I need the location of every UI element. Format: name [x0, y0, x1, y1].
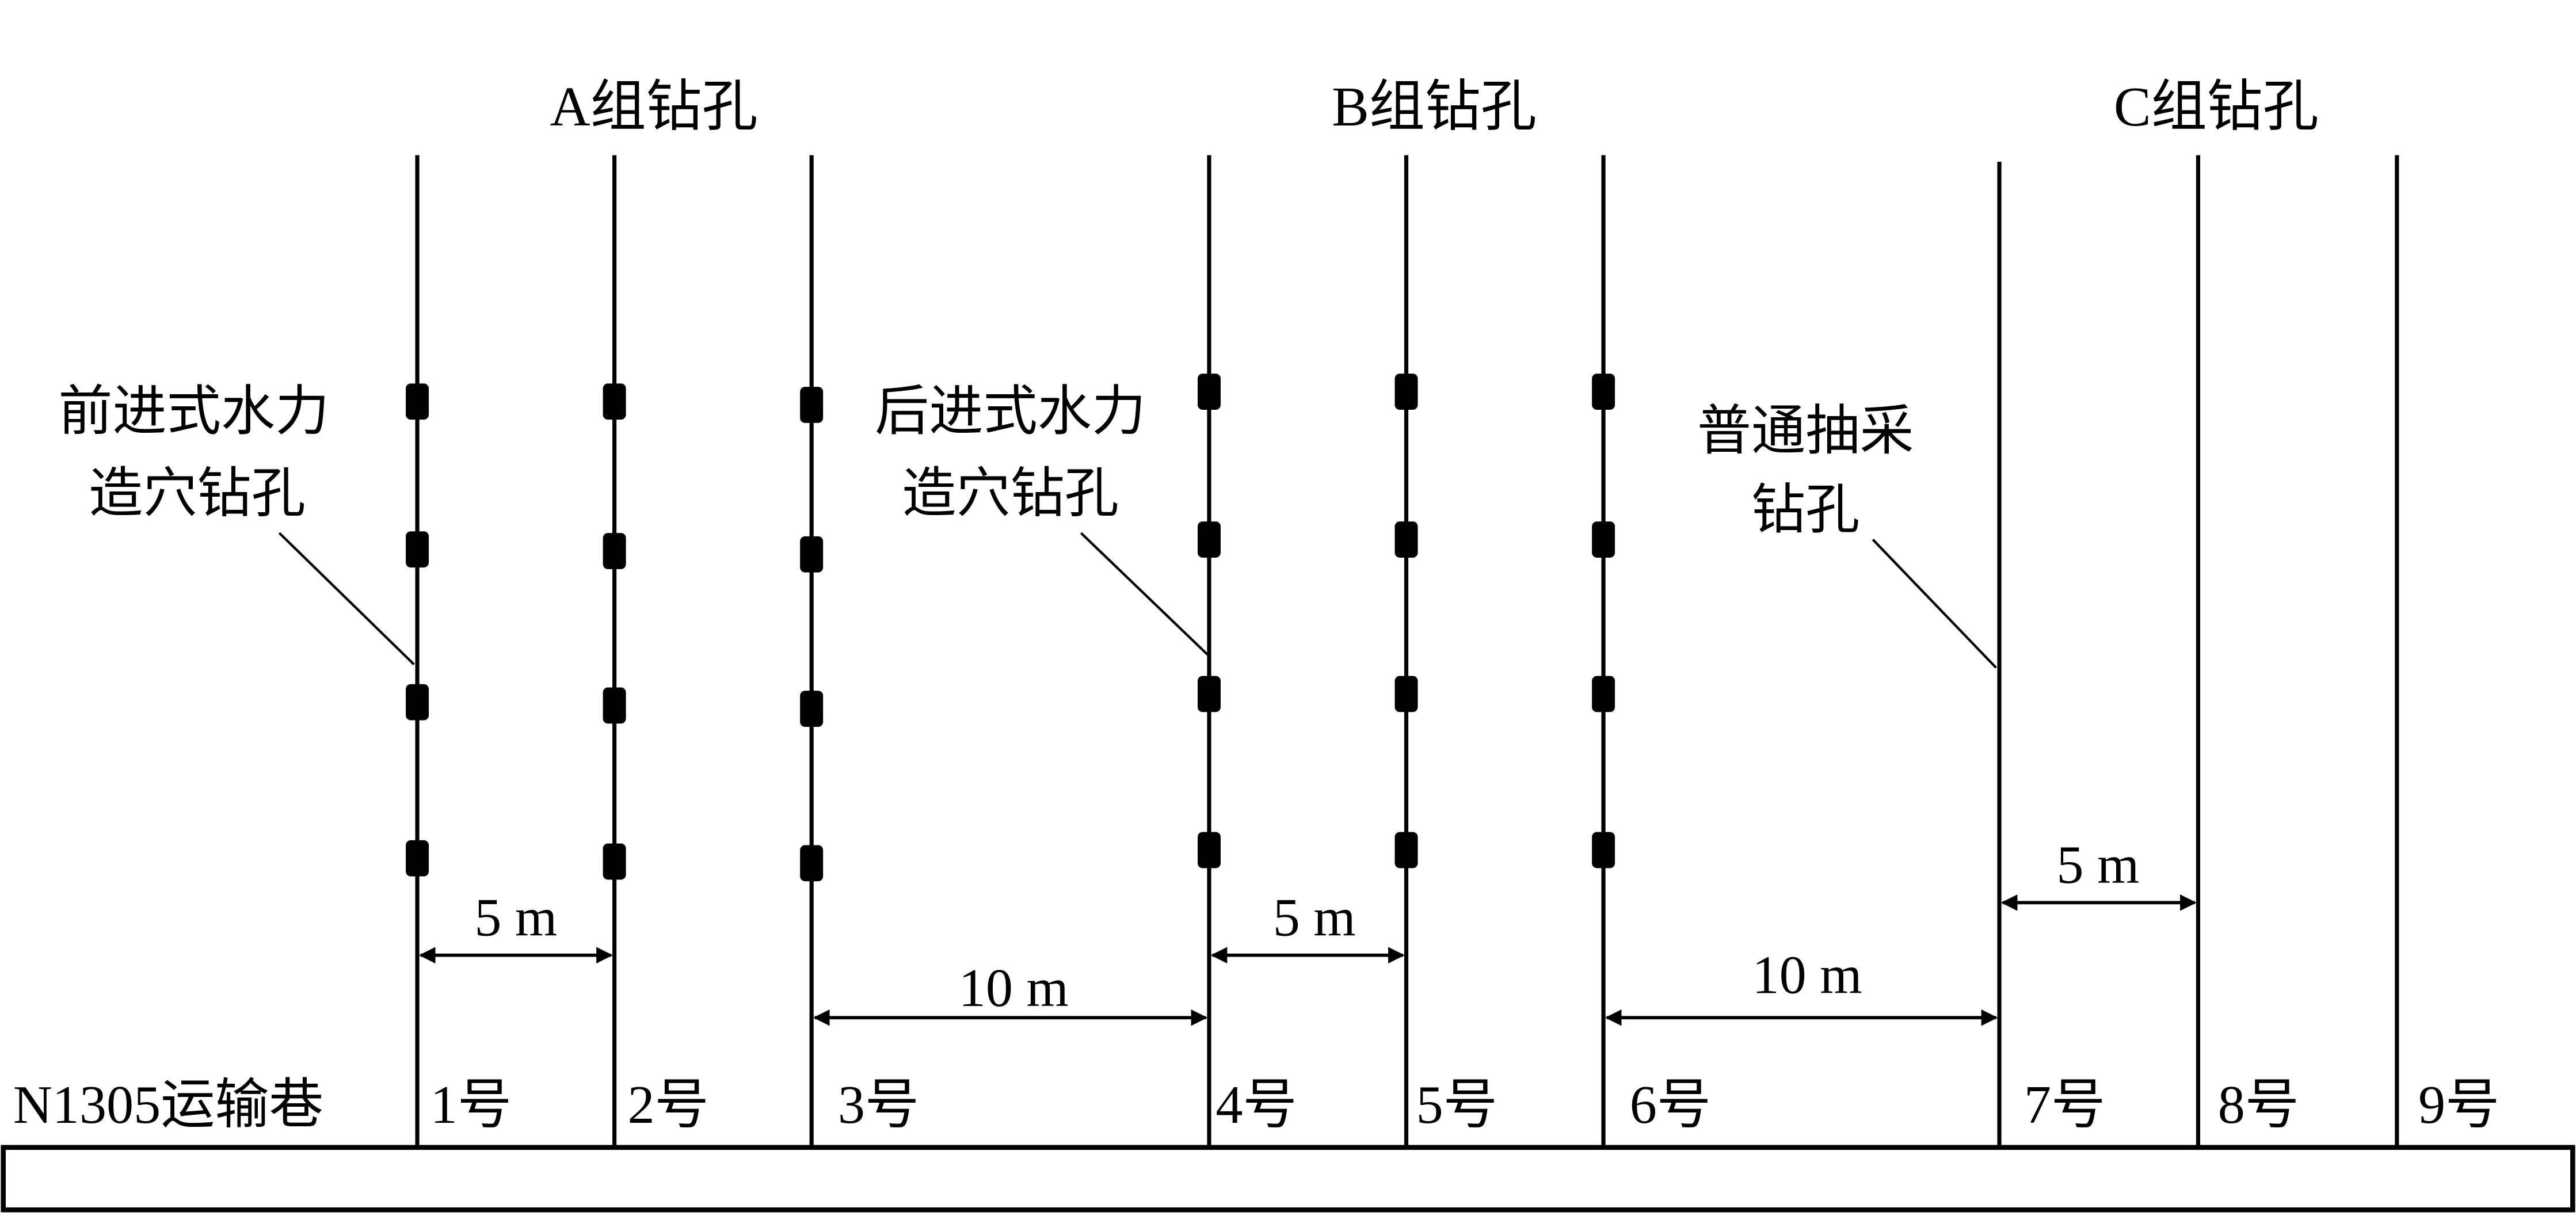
- dim-label-7-8: 5 m: [2056, 835, 2139, 895]
- cavity-marker-6-1: [1592, 374, 1615, 410]
- roadway-rect: [1, 1145, 2575, 1213]
- group-b-title: B组钻孔: [1332, 76, 1537, 138]
- cavity-marker-2-1: [603, 383, 626, 420]
- cavity-marker-6-3: [1592, 676, 1615, 712]
- cavity-marker-5-4: [1394, 832, 1418, 868]
- cavity-marker-2-4: [603, 843, 626, 880]
- dim-label-6-7: 10 m: [1752, 945, 1862, 1005]
- cavity-marker-5-2: [1394, 521, 1418, 558]
- backward-leader-line: [1080, 532, 1209, 656]
- borehole-label-9: 9号: [2418, 1075, 2499, 1135]
- cavity-marker-3-4: [800, 845, 824, 882]
- cavity-marker-6-2: [1592, 521, 1615, 558]
- cavity-marker-2-3: [603, 687, 626, 724]
- normal-borehole-label-line2: 钻孔: [1751, 481, 1859, 540]
- cavity-marker-4-2: [1197, 521, 1221, 558]
- group-a-title: A组钻孔: [550, 76, 758, 138]
- roadway-label: N1305运输巷: [13, 1075, 323, 1135]
- borehole-label-5: 5号: [1416, 1075, 1497, 1135]
- borehole-label-8: 8号: [2218, 1075, 2299, 1135]
- borehole-label-1: 1号: [430, 1075, 512, 1135]
- cavity-marker-1-1: [406, 383, 429, 420]
- borehole-label-3: 3号: [838, 1075, 919, 1135]
- borehole-label-2: 2号: [627, 1075, 708, 1135]
- forward-cavity-label-line2: 造穴钻孔: [89, 464, 306, 524]
- cavity-marker-2-2: [603, 533, 626, 569]
- cavity-marker-1-2: [406, 531, 429, 568]
- cavity-marker-3-2: [800, 536, 824, 573]
- forward-leader-line: [278, 532, 415, 666]
- cavity-marker-6-4: [1592, 832, 1615, 868]
- dim-label-4-5: 5 m: [1273, 888, 1356, 948]
- normal-borehole-label-line1: 普通抽采: [1697, 402, 1914, 462]
- forward-cavity-label-line1: 前进式水力: [58, 382, 329, 441]
- cavity-marker-5-1: [1394, 374, 1418, 410]
- cavity-marker-1-3: [406, 684, 429, 721]
- dim-label-1-2: 5 m: [474, 888, 557, 948]
- backward-cavity-label-line1: 后进式水力: [875, 382, 1146, 441]
- cavity-marker-4-1: [1197, 374, 1221, 410]
- normal-leader-line: [1872, 539, 1997, 669]
- cavity-marker-3-1: [800, 387, 824, 423]
- borehole-label-4: 4号: [1215, 1075, 1297, 1135]
- cavity-marker-5-3: [1394, 676, 1418, 712]
- cavity-marker-4-4: [1197, 832, 1221, 868]
- group-c-title: C组钻孔: [2114, 76, 2319, 138]
- borehole-label-6: 6号: [1630, 1075, 1711, 1135]
- cavity-marker-4-3: [1197, 676, 1221, 712]
- borehole-label-7: 7号: [2024, 1075, 2105, 1135]
- dim-label-3-4: 10 m: [959, 958, 1069, 1018]
- cavity-marker-3-3: [800, 691, 824, 727]
- backward-cavity-label-line2: 造穴钻孔: [902, 464, 1119, 524]
- cavity-marker-1-4: [406, 840, 429, 877]
